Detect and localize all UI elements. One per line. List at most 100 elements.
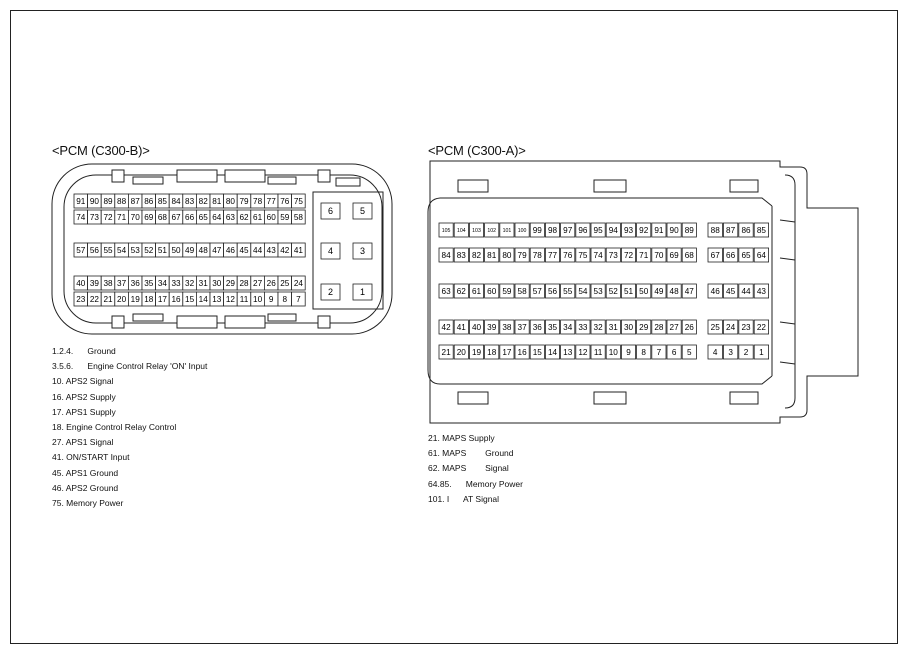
pin-label: 64 (757, 251, 767, 260)
pin-label: 29 (639, 323, 649, 332)
pin-label: 22 (90, 295, 100, 304)
pin-57: 57 (529, 283, 545, 299)
pin-cavity (590, 247, 606, 263)
pin-cavity (681, 222, 697, 238)
pin-cavity (468, 247, 484, 263)
pin-label: 30 (212, 279, 222, 288)
pin-label: 1 (759, 348, 764, 357)
pin-60: 60 (484, 283, 500, 299)
pin-label: 91 (654, 226, 664, 235)
pin-60: 60 (263, 209, 279, 225)
pin-label: 61 (472, 287, 482, 296)
pin-cavity (723, 319, 739, 335)
pin-label: 62 (457, 287, 467, 296)
pin-label: 88 (711, 226, 721, 235)
pin-label: 25 (711, 323, 721, 332)
pin-label: 90 (670, 226, 680, 235)
pin-cavity (514, 247, 530, 263)
pin-cavity (468, 222, 484, 238)
pin-cavity (651, 247, 667, 263)
pin-label: 36 (533, 323, 543, 332)
connector-b-title: <PCM (C300-B)> (52, 143, 150, 158)
pin-label: 43 (757, 287, 767, 296)
pin-cavity (453, 247, 469, 263)
pin-label: 42 (442, 323, 452, 332)
pin-label: 46 (711, 287, 721, 296)
pin-cavity (575, 222, 591, 238)
pin-5: 5 (352, 202, 373, 220)
pin-51: 51 (155, 242, 170, 258)
pin-100: 100 (514, 222, 530, 238)
pin-label: 100 (518, 228, 527, 234)
pin-label: 10 (253, 295, 263, 304)
legend-item: 18. Engine Control Relay Control (52, 422, 177, 433)
pin-75: 75 (291, 193, 306, 209)
pin-label: 35 (548, 323, 558, 332)
pin-32: 32 (182, 275, 197, 291)
pin-label: 47 (685, 287, 695, 296)
pin-20: 20 (453, 344, 469, 360)
pin-label: 18 (144, 295, 154, 304)
pin-cavity (707, 247, 723, 263)
pin-label: 71 (639, 251, 649, 260)
pin-52: 52 (605, 283, 621, 299)
pin-label: 31 (199, 279, 209, 288)
pin-88: 88 (707, 222, 723, 238)
pin-label: 84 (442, 251, 452, 260)
pin-30: 30 (621, 319, 637, 335)
pin-label: 91 (76, 197, 86, 206)
legend-item: 21. MAPS Supply (428, 433, 495, 443)
pin-17: 17 (155, 291, 170, 307)
pin-cavity (529, 222, 545, 238)
pin-31: 31 (195, 275, 211, 291)
pin-46: 46 (707, 283, 723, 299)
pin-25: 25 (277, 275, 293, 291)
pin-cavity (666, 283, 682, 299)
pin-43: 43 (263, 242, 279, 258)
pin-label: 27 (253, 279, 263, 288)
pin-label: 41 (294, 246, 304, 255)
pin-cavity (575, 344, 591, 360)
pin-64: 64 (209, 209, 225, 225)
pin-cavity (499, 247, 515, 263)
pin-label: 66 (185, 213, 195, 222)
pin-91: 91 (73, 193, 89, 209)
pin-label: 21 (103, 295, 113, 304)
pin-label: 8 (641, 348, 646, 357)
pin-label: 17 (158, 295, 168, 304)
pin-label: 71 (117, 213, 127, 222)
pin-44: 44 (250, 242, 265, 258)
pin-label: 29 (226, 279, 236, 288)
pin-64: 64 (753, 247, 770, 263)
pin-label: 82 (199, 197, 209, 206)
pin-55: 55 (560, 283, 576, 299)
pin-105: 105 (438, 222, 454, 238)
pin-label: 60 (267, 213, 277, 222)
pin-2: 2 (738, 344, 754, 360)
pin-cavity (723, 222, 739, 238)
pin-label: 3 (728, 348, 733, 357)
pin-22: 22 (87, 291, 102, 307)
pin-cavity (681, 247, 697, 263)
pin-46: 46 (223, 242, 238, 258)
pin-25: 25 (707, 319, 723, 335)
pin-63: 63 (438, 283, 454, 299)
legend-item: 64.85. Memory Power (428, 478, 523, 489)
pin-75: 75 (575, 247, 591, 263)
pin-6: 6 (666, 344, 682, 360)
pin-72: 72 (621, 247, 637, 263)
pin-15: 15 (529, 344, 545, 360)
pin-cavity (723, 247, 739, 263)
pin-2: 2 (320, 283, 341, 301)
pin-cavity (499, 222, 515, 238)
pin-cavity (723, 344, 739, 360)
pin-48: 48 (195, 242, 211, 258)
pin-label: 62 (239, 213, 249, 222)
pin-label: 58 (518, 287, 528, 296)
pin-97: 97 (560, 222, 576, 238)
pin-label: 95 (594, 226, 604, 235)
pin-41: 41 (291, 242, 306, 258)
pin-cavity (291, 275, 306, 291)
pin-cavity (707, 319, 723, 335)
